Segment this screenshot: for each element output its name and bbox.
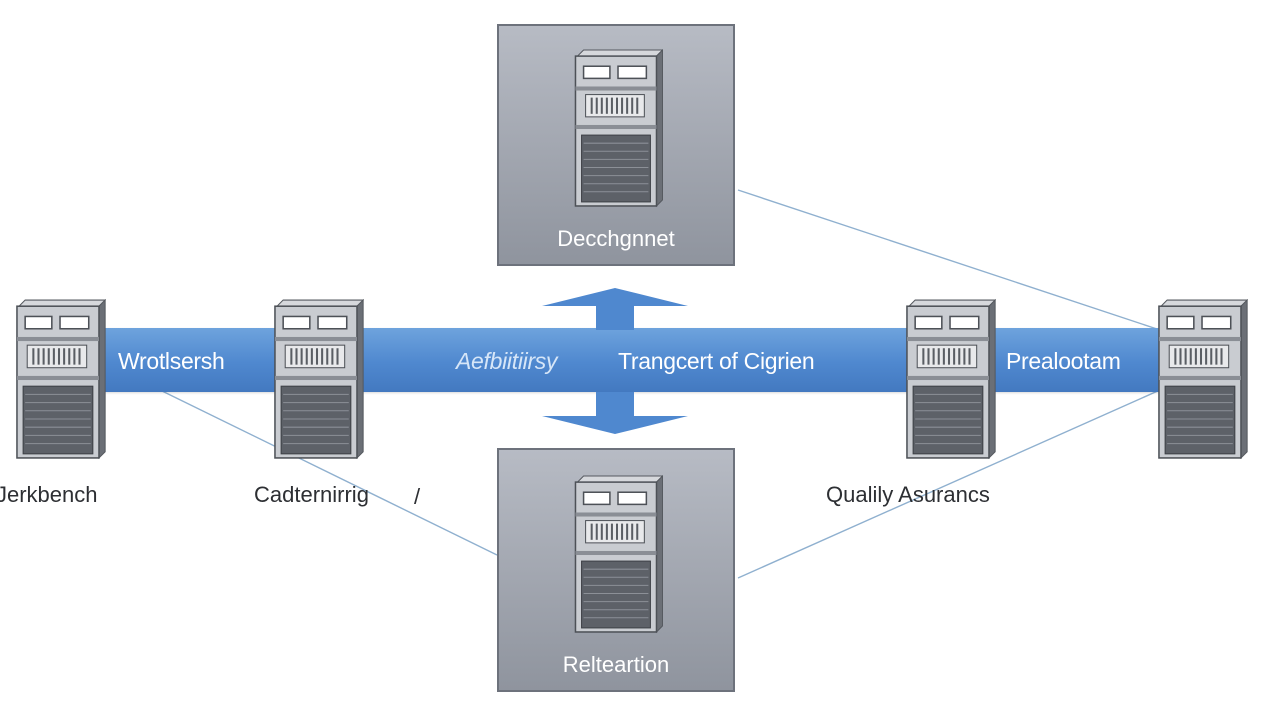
realization-panel: Relteartion — [497, 448, 735, 692]
caption-customizing: Cadternirrig — [254, 482, 369, 507]
server-icon — [571, 474, 663, 634]
server-icon — [270, 298, 364, 460]
server-icon — [902, 298, 996, 460]
server-icon — [571, 48, 663, 208]
connector-bottom-right — [737, 389, 1161, 579]
band-label-italic: Aefbiitiirsy — [456, 348, 558, 374]
server-icon — [1154, 298, 1248, 460]
arrow-up-icon — [542, 288, 688, 330]
development-panel: Decchgnnet — [497, 24, 735, 266]
caption-quality-assurance: Qualily Asurancs — [826, 482, 990, 507]
band-label-transport: Trangcert of Cigrien — [618, 348, 815, 374]
server-icon — [12, 298, 106, 460]
realization-label: Relteartion — [562, 652, 670, 677]
arrow-down-icon — [542, 392, 688, 434]
caption-workbench: Jerkbench — [0, 482, 98, 507]
transport-band — [60, 328, 1220, 392]
band-label-workbench: Wrotlsersh — [118, 348, 225, 374]
caption-mark: / — [414, 484, 421, 509]
connector-top-right — [737, 189, 1161, 331]
band-label-production: Prealootam — [1006, 348, 1121, 374]
development-label: Decchgnnet — [557, 226, 675, 251]
connector-bottom-left — [159, 389, 498, 556]
